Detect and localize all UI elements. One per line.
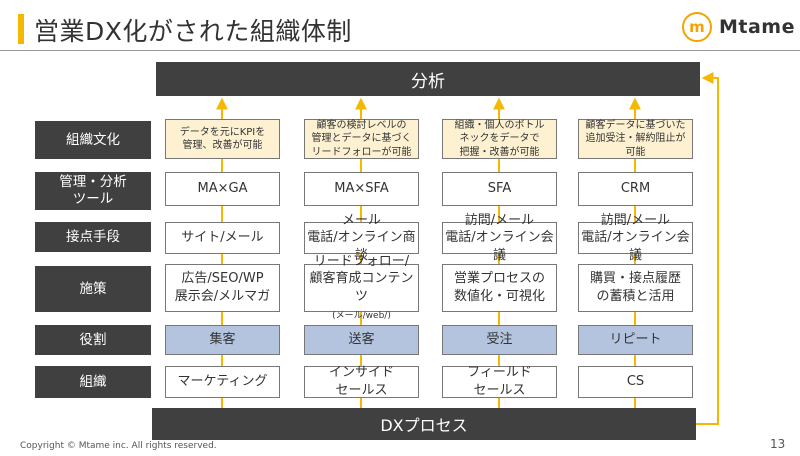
- header-divider: [0, 50, 800, 51]
- tool-cell: SFA: [442, 172, 557, 206]
- culture-note: データを元にKPIを 管理、改善が可能: [165, 119, 280, 159]
- company-logo: m Mtame: [682, 12, 795, 42]
- row-label-tools: 管理・分析 ツール: [35, 172, 151, 210]
- culture-note: 顧客の検討レベルの 管理とデータに基づく リードフォローが可能: [304, 119, 419, 159]
- role-cell: 集客: [165, 325, 280, 355]
- touchpoint-cell: サイト/メール: [165, 222, 280, 254]
- role-cell: 受注: [442, 325, 557, 355]
- touchpoint-cell: 訪問/メール 電話/オンライン会議: [442, 213, 557, 263]
- culture-note: 組織・個人のボトル ネックをデータで 把握・改善が可能: [442, 119, 557, 159]
- measure-cell: 営業プロセスの 数値化・可視化: [442, 264, 557, 312]
- role-cell: 送客: [304, 325, 419, 355]
- title-accent-bar: [18, 14, 24, 44]
- organization-cell: マーケティング: [165, 366, 280, 398]
- dx-process-bar: DXプロセス: [152, 408, 696, 440]
- row-label-measures: 施策: [35, 266, 151, 312]
- feedback-loop-arrow: [696, 72, 719, 425]
- tool-cell: MA×GA: [165, 172, 280, 206]
- copyright-text: Copyright © Mtame inc. All rights reserv…: [20, 441, 217, 451]
- measure-subnote: (メール/web/): [332, 310, 391, 321]
- organization-cell: インサイド セールス: [304, 365, 419, 398]
- tool-cell: CRM: [578, 172, 693, 206]
- tool-cell: MA×SFA: [304, 172, 419, 206]
- measure-cell: 広告/SEO/WP 展示会/メルマガ: [165, 264, 280, 312]
- row-label-organization: 組織: [35, 366, 151, 398]
- page-number: 13: [770, 437, 786, 451]
- measure-cell: リードフォロー/ 顧客育成コンテンツ(メール/web/): [304, 254, 419, 321]
- row-label-roles: 役割: [35, 325, 151, 355]
- row-label-culture: 組織文化: [35, 121, 151, 159]
- role-cell: リピート: [578, 325, 693, 355]
- logo-mark-icon: m: [682, 12, 712, 42]
- organization-cell: フィールド セールス: [442, 365, 557, 398]
- analysis-bar: 分析: [156, 62, 700, 96]
- organization-cell: CS: [578, 366, 693, 398]
- culture-note: 顧客データに基づいた 追加受注・解約阻止が 可能: [578, 119, 693, 159]
- logo-text: Mtame: [719, 16, 795, 38]
- page-title: 営業DX化がされた組織体制: [34, 17, 352, 46]
- touchpoint-cell: 訪問/メール 電話/オンライン会議: [578, 213, 693, 263]
- row-label-touchpoints: 接点手段: [35, 222, 151, 252]
- measure-cell: 購買・接点履歴 の蓄積と活用: [578, 264, 693, 312]
- touchpoint-cell: メール 電話/オンライン商談: [304, 213, 419, 263]
